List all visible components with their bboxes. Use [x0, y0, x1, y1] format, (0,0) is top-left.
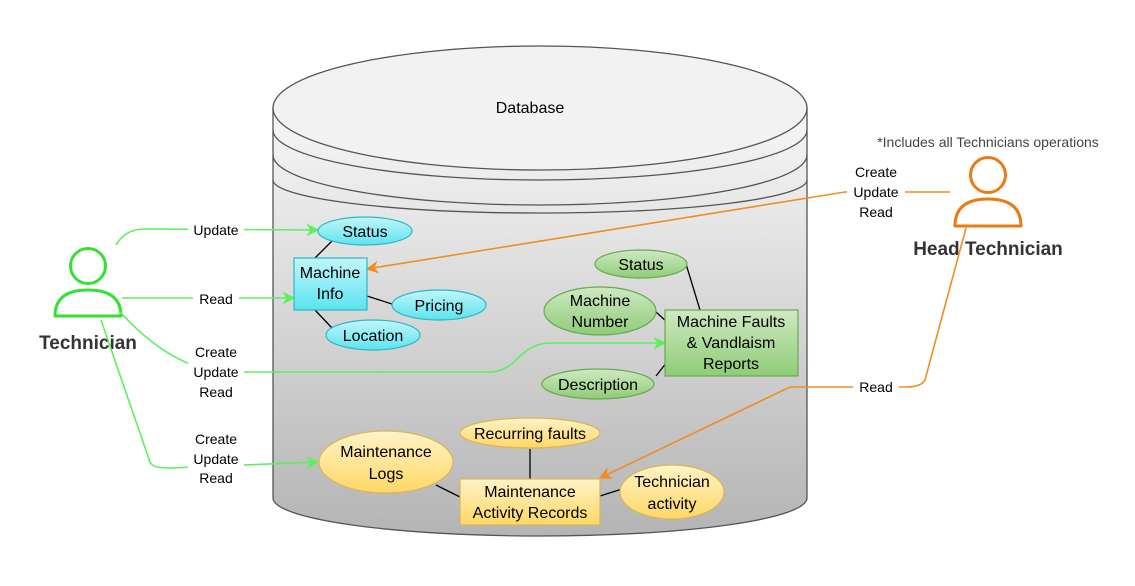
edge-label-head-read-records: Read [859, 379, 892, 395]
attr-status-cyan[interactable]: Status [317, 216, 413, 246]
entity-maintenance-line1: Maintenance [484, 484, 576, 501]
yellow-group: Maintenance Logs Recurring faults Mainte… [318, 417, 725, 526]
edge-labels: Update Read Create Update Read Create Up… [188, 163, 905, 488]
entity-machine-faults-line3: Reports [703, 356, 759, 373]
head-technician-note: *Includes all Technicians operations [877, 134, 1099, 150]
attr-maintenance-logs[interactable]: Maintenance Logs [318, 430, 454, 494]
attr-description[interactable]: Description [541, 368, 655, 400]
attr-machine-number-line1: Machine [570, 293, 631, 310]
attr-pricing[interactable]: Pricing [391, 289, 487, 321]
edge-cur-faults [119, 311, 667, 373]
edge-label-logs-create: Create [195, 431, 237, 447]
edge-label-faults-update: Update [193, 364, 238, 380]
attr-location-label: Location [343, 328, 404, 345]
technician-label: Technician [39, 333, 137, 354]
attr-machine-number-line2: Number [572, 314, 630, 331]
technician-icon [53, 247, 123, 318]
database-label: Database [496, 100, 565, 117]
entity-machine-info-line2: Info [317, 286, 344, 303]
attr-recurring-faults-label: Recurring faults [474, 426, 586, 443]
attribute-connectors [314, 240, 701, 498]
database-cylinder: Database [272, 45, 808, 537]
edge-label-update: Update [193, 222, 238, 238]
attr-description-label: Description [558, 377, 638, 394]
entity-machine-info-line1: Machine [300, 265, 361, 282]
edge-label-read: Read [199, 291, 232, 307]
entity-machine-info[interactable]: Machine Info [293, 257, 368, 311]
edge-head-read-records [598, 227, 967, 479]
attr-location[interactable]: Location [325, 319, 421, 351]
technician-actor[interactable]: Technician [39, 247, 137, 355]
edge-label-head-update: Update [853, 184, 898, 200]
head-technician-edges [365, 191, 967, 479]
entity-machine-faults[interactable]: Machine Faults & Vandlaism Reports [664, 309, 799, 377]
head-technician-actor[interactable]: Head Technician [913, 156, 1063, 261]
cyan-group: Status Machine Info Pricing Location [293, 216, 487, 351]
attr-technician-activity[interactable]: Technician activity [619, 464, 725, 520]
attr-maintenance-logs-line1: Maintenance [340, 444, 432, 461]
edge-label-head-create: Create [855, 164, 897, 180]
attr-machine-number[interactable]: Machine Number [543, 286, 657, 336]
attr-recurring-faults[interactable]: Recurring faults [459, 417, 601, 449]
edge-label-head-read: Read [859, 204, 892, 220]
attr-status-cyan-label: Status [342, 224, 387, 241]
entity-machine-faults-line1: Machine Faults [677, 314, 786, 331]
attr-technician-activity-line2: activity [648, 496, 697, 513]
entity-maintenance-line2: Activity Records [473, 505, 588, 522]
attr-maintenance-logs-line2: Logs [369, 466, 404, 483]
attr-technician-activity-line1: Technician [634, 474, 710, 491]
edge-update-status [115, 223, 320, 246]
attr-pricing-label: Pricing [415, 298, 464, 315]
green-group: Status Machine Number Machine Faults & V… [541, 249, 799, 400]
head-technician-icon [953, 156, 1023, 228]
edge-label-logs-read: Read [199, 470, 232, 486]
entity-maintenance-activity-records[interactable]: Maintenance Activity Records [459, 478, 601, 526]
edge-label-faults-read: Read [199, 384, 232, 400]
edge-cur-logs [100, 319, 320, 469]
head-technician-label: Head Technician [913, 239, 1063, 260]
edge-label-faults-create: Create [195, 344, 237, 360]
attr-status-green[interactable]: Status [594, 249, 688, 279]
technician-edges [100, 223, 667, 469]
edge-label-logs-update: Update [193, 451, 238, 467]
entity-machine-faults-line2: & Vandlaism [687, 335, 776, 352]
edge-head-cur-machine-info [365, 191, 950, 274]
attr-status-green-label: Status [618, 257, 663, 274]
